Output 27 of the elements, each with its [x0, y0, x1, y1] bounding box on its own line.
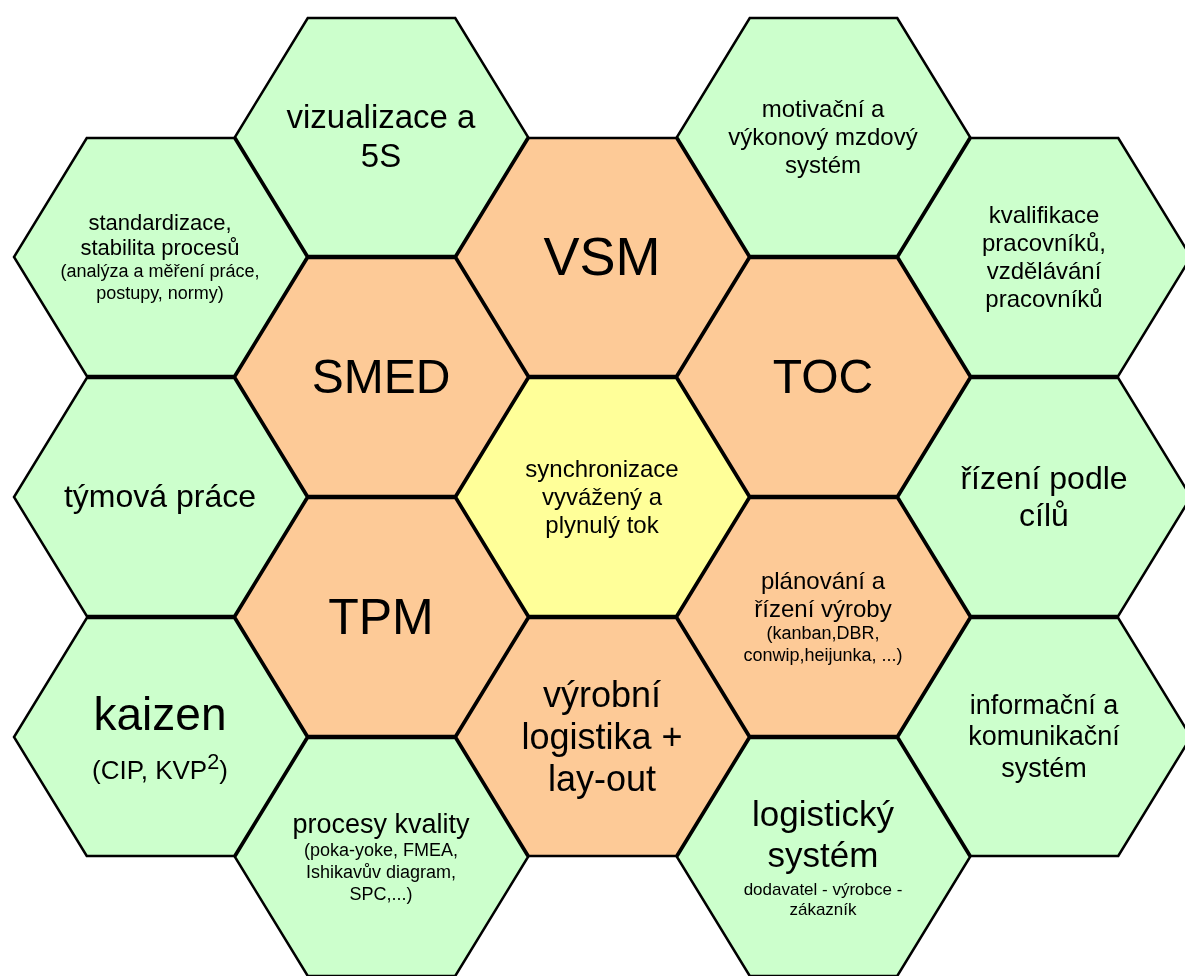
hexagon-tile — [896, 377, 1185, 617]
hexagon-tile — [12, 137, 308, 377]
hexagon-label: SMED — [311, 348, 451, 405]
hexagon-note: (kanban,DBR, conwip,heijunka, ...) — [742, 623, 904, 667]
hexagon-label: logistický systém — [751, 793, 895, 876]
hexagon-note: (poka-yoke, FMEA, Ishikavův diagram, SPC,...) — [302, 840, 459, 906]
hexagon-tile — [454, 377, 750, 617]
hexagon-label: kvalifikace pracovníků, vzdělávání pracovníků — [980, 200, 1108, 314]
hexagon-label: procesy kvality — [292, 808, 470, 841]
hexagon-label: motivační a výkonový mzdový systém — [728, 94, 918, 180]
hexagon-label: TOC — [772, 348, 874, 405]
hexagon-label: kaizen — [93, 687, 227, 742]
hexagon-note: (CIP, KVP$^{2}$) — [92, 749, 228, 787]
hexagon-label: plánování a řízení výroby — [753, 567, 893, 624]
hexagon-label: řízení podle cílů — [959, 459, 1129, 535]
hexagon-label: výrobní logistika + lay-out — [520, 673, 684, 801]
hexagon-label: týmová práce — [63, 478, 257, 516]
hexagon-label: TPM — [328, 587, 434, 647]
hexagon-label: VSM — [543, 225, 661, 289]
hexagon-tile — [675, 17, 971, 257]
hexagon-label: synchronizace vyvážený a plynulý tok — [524, 454, 680, 540]
hexagon-note: (analýza a měření práce, postupy, normy) — [60, 261, 260, 305]
hexagon-label: vizualizace a 5S — [285, 98, 477, 176]
hexagon-label: standardizace, stabilita procesů — [79, 209, 241, 262]
hexagon-note: dodavatel - výrobce - zákazník — [742, 879, 904, 921]
hexagon-tile — [12, 377, 308, 617]
hexagon-label: informační a komunikační systém — [967, 689, 1121, 785]
